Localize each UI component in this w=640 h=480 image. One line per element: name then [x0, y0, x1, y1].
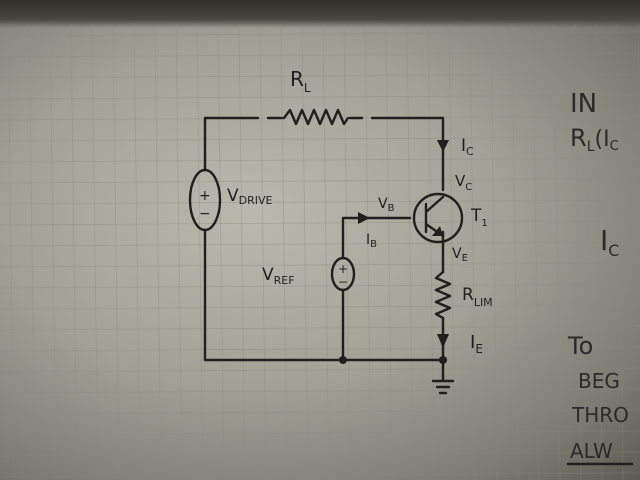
label-t1: T1 — [470, 206, 488, 229]
grid-line-vertical — [238, 23, 246, 480]
grid-line-vertical — [427, 23, 435, 480]
grid-line-horizontal — [0, 31, 640, 37]
grid-line-vertical — [70, 23, 78, 480]
grid-line-vertical — [301, 23, 309, 480]
note-line-3: IC — [600, 224, 619, 260]
grid-line-vertical — [133, 23, 141, 480]
grid-line-vertical — [343, 23, 351, 480]
grid-line-vertical — [532, 23, 540, 480]
grid-line-vertical — [7, 23, 15, 480]
grid-line-vertical — [322, 23, 330, 480]
note-line-1: IN — [570, 89, 597, 119]
wires — [203, 116, 445, 382]
label-vb: VB — [378, 196, 395, 214]
grid-line-vertical — [385, 23, 393, 480]
grid-line-vertical — [574, 23, 582, 480]
wire-top-right — [370, 116, 445, 192]
grid-line-vertical — [448, 23, 456, 480]
note-line-7: ALW — [570, 439, 613, 463]
grid-line-vertical — [553, 23, 561, 480]
graph-paper-grid — [0, 23, 640, 480]
grid-line-horizontal — [0, 52, 640, 58]
vdrive-plus: + — [199, 188, 211, 204]
grid-line-vertical — [175, 23, 183, 480]
grid-line-horizontal — [0, 367, 640, 373]
grid-line-horizontal — [0, 409, 640, 415]
grid-line-vertical — [637, 23, 640, 203]
label-ic: IC — [461, 136, 474, 158]
dark-top-edge — [0, 0, 640, 28]
grid-line-horizontal — [0, 241, 640, 247]
label-ve: VE — [452, 246, 468, 264]
resistor-rl-zigzag — [282, 108, 350, 126]
label-vref: VREF — [262, 265, 295, 287]
grid-line-horizontal — [0, 451, 640, 457]
label-rlim: RLIM — [462, 285, 493, 309]
ie-arrow-icon — [437, 334, 449, 348]
grid-line-horizontal — [0, 262, 640, 268]
junction-dot-left — [339, 356, 347, 364]
grid-line-horizontal — [0, 346, 640, 352]
grid-line-horizontal — [0, 388, 640, 394]
grid-line-vertical — [511, 23, 519, 480]
junction-dot-right — [439, 356, 447, 364]
grid-line-vertical — [595, 23, 603, 480]
grid-line-horizontal — [0, 220, 640, 226]
grid-line-vertical — [28, 23, 36, 480]
grid-line-horizontal — [0, 325, 640, 331]
grid-line-horizontal — [0, 283, 640, 289]
label-ie: IE — [470, 332, 483, 356]
label-rl: RL — [290, 67, 311, 95]
wire-top-left — [203, 116, 260, 172]
wire-bottom — [203, 228, 445, 362]
grid-line-horizontal — [0, 115, 640, 121]
grid-line-horizontal — [0, 136, 640, 142]
ic-arrow-icon — [437, 140, 449, 152]
vdrive-source — [188, 168, 222, 232]
transistor-t1 — [412, 192, 464, 244]
ib-arrow-icon — [358, 212, 370, 224]
grid-line-vertical — [490, 23, 498, 480]
vdrive-minus: − — [199, 206, 211, 222]
emitter-arrow-icon — [432, 226, 443, 236]
grid-line-vertical — [91, 23, 99, 480]
grid-line-vertical — [112, 23, 120, 480]
grid-line-vertical — [469, 23, 477, 480]
note-line-6: THRO — [571, 403, 629, 427]
grid-line-horizontal — [0, 472, 640, 478]
grid-line-vertical — [616, 23, 624, 480]
grid-line-vertical — [280, 23, 288, 480]
vref-minus: − — [338, 275, 348, 289]
grid-line-horizontal — [0, 94, 640, 100]
grid-line-vertical — [154, 23, 162, 480]
ground-icon — [431, 379, 455, 395]
grid-line-vertical — [259, 23, 267, 480]
grid-line-vertical — [49, 23, 57, 480]
grid-line-horizontal — [0, 157, 640, 163]
grid-line-vertical — [406, 23, 414, 480]
vref-source — [330, 256, 356, 292]
grid-line-horizontal — [0, 73, 640, 79]
grid-line-vertical — [364, 23, 372, 480]
note-line-5: BEG — [578, 369, 620, 393]
grid-line-horizontal — [0, 199, 640, 205]
wire-base — [341, 216, 412, 260]
grid-line-horizontal — [0, 178, 640, 184]
label-ib: IB — [366, 232, 377, 250]
vref-plus: + — [338, 262, 348, 276]
label-vc: VC — [455, 172, 472, 193]
grid-line-vertical — [217, 23, 225, 480]
note-line-4: To — [567, 332, 593, 360]
grid-line-horizontal — [0, 304, 640, 310]
grid-line-vertical — [196, 23, 204, 480]
label-vdrive: VDRIVE — [227, 186, 273, 207]
grid-line-horizontal — [0, 430, 640, 436]
resistor-rlim-zigzag — [434, 270, 452, 320]
note-line-2: RL(IC — [570, 124, 619, 155]
margin-notes: IN RL(IC IC To BEG THRO ALW — [566, 89, 634, 466]
